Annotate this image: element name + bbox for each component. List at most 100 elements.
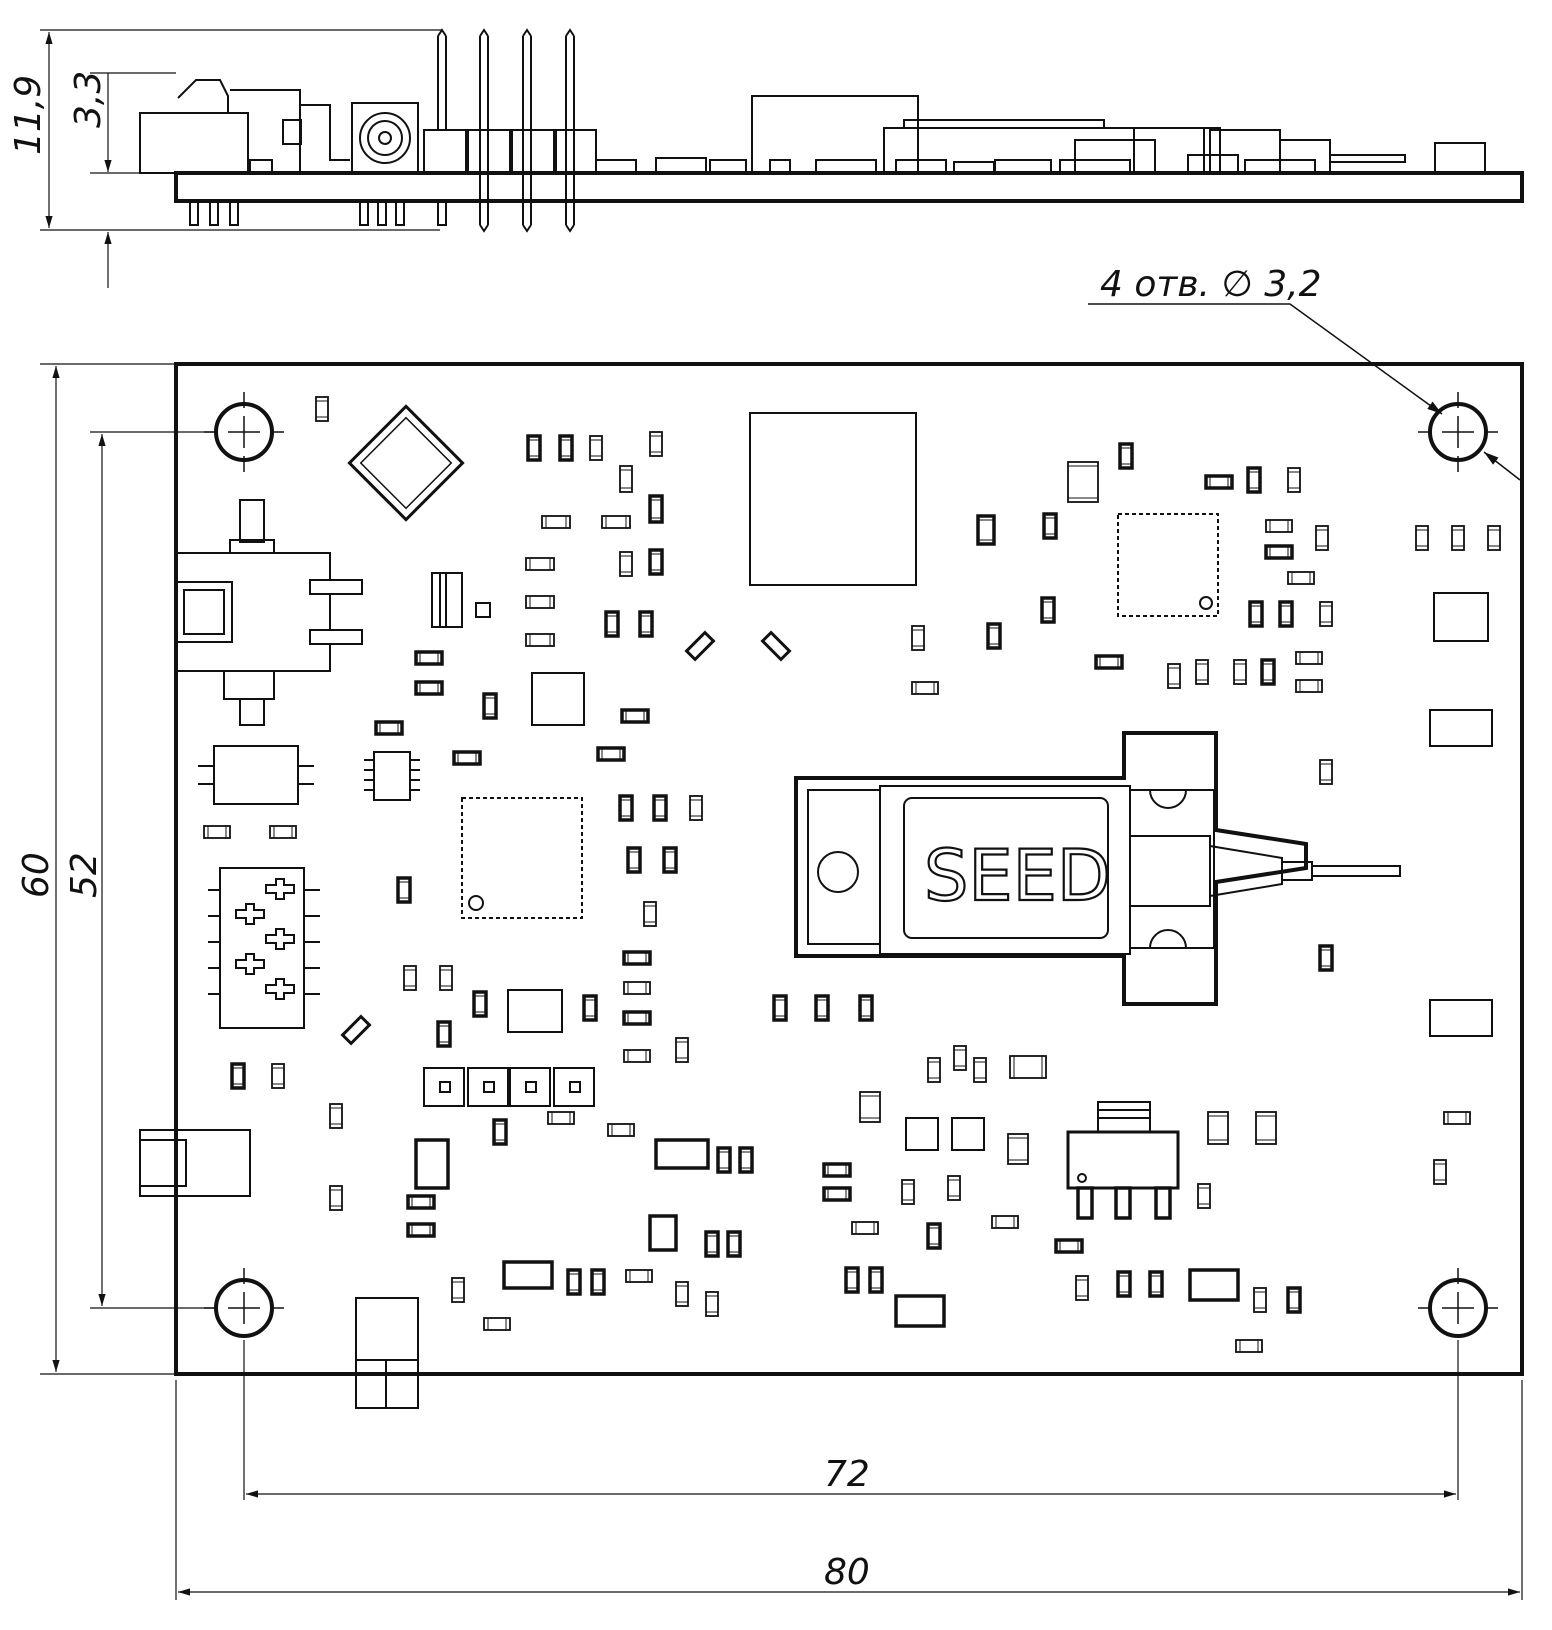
smd-pad [1487,525,1501,551]
smd-pad [626,846,642,874]
smd-pad [622,1010,652,1026]
smd-pad [526,434,542,462]
smd-pad-band [1416,529,1428,547]
smd-pad-band [1320,949,1332,967]
smd-pad [947,1175,961,1201]
smd-pad [541,515,571,529]
smd-pad-band [606,615,618,633]
smd-pad [622,950,652,966]
smd-pad-band [419,682,439,694]
smd-pad-rotated [340,1014,372,1046]
smd-pad [662,846,678,874]
smd-pad-band [664,851,676,869]
smd-pad-band [995,1216,1015,1228]
smd-pad [566,1268,582,1296]
smd-pad-band [584,999,596,1017]
smd-pad-band [690,799,702,817]
smd-pad [406,1194,436,1210]
smd-pad [1067,461,1099,503]
smd-pad-band [1209,476,1229,488]
smd-pad-band [1208,1115,1228,1141]
smd-pad [953,1045,967,1071]
smd-pad-band [529,634,551,646]
holes-callout [1088,303,1521,481]
seed-label: SEED [924,835,1111,917]
smd-pad-band [1299,652,1319,664]
smd-pad-band [912,629,924,647]
smd-pad-band [774,999,786,1017]
smd-pad-band [1320,605,1332,623]
smd-pad-band [601,748,621,760]
smd-pad [1265,519,1293,533]
smd-pad [1116,1270,1132,1298]
smd-pad-band [1262,663,1274,681]
smd-pad [1295,651,1323,665]
smd-pad [851,1221,879,1235]
smd-pad-band [411,1196,431,1208]
side-header-pins [423,28,597,233]
smd-pad-band [379,722,399,734]
smd-pad-band [487,1318,507,1330]
smd-pad [436,1020,452,1048]
smd-pad [1007,1133,1029,1165]
smd-pad [1204,474,1234,490]
smd-pad [738,1146,754,1174]
smd-pad [822,1162,852,1178]
smd-pad-band [954,1049,966,1067]
smd-pad [1207,1111,1229,1145]
smd-pad [414,680,444,696]
smd-pad [1318,944,1334,972]
smd-pad-band [627,1050,647,1062]
smd-pad-band [1452,529,1464,547]
smd-pad-band [627,952,647,964]
smd-pad-band [902,1183,914,1201]
smd-pad [926,1222,942,1250]
smd-pad-band [529,558,551,570]
smd-pad [525,557,555,571]
smd-pad-band [1059,1240,1079,1252]
smd-pad [1094,654,1124,670]
smd-pad-band [676,1041,688,1059]
smd-pad [623,1049,651,1063]
smd-pad-band [974,1061,986,1079]
smd-pad [814,994,830,1022]
smd-pad-band [650,435,662,453]
smd-pad-band [590,439,602,457]
smd-pad-band [650,499,662,519]
smd-pad-band [870,1271,882,1289]
smd-pad-band [988,627,1000,645]
dim-board-thickness-label: 3,3 [68,71,109,128]
smd-pad-band [928,1061,940,1079]
top-view: 4 отв. ∅ 3,2 [16,264,1524,1600]
smd-pad-band [644,905,656,923]
smd-pad-rotated [760,630,792,662]
seed-laser-module [794,731,1401,1006]
smd-pad [1286,1286,1302,1314]
smd-pad [1148,1270,1164,1298]
smd-pad-band [605,516,627,528]
dim-height-inner-label: 52 [64,852,105,898]
smd-pad [396,876,412,904]
smd-pad [590,1268,606,1296]
smd-pad [329,1103,343,1129]
smd-pad [648,548,664,576]
smd-pad-band [1042,601,1054,619]
smd-pad [1287,467,1301,493]
smd-pad-band [650,553,662,571]
smd-pad [1264,544,1294,560]
smd-pad [1118,442,1134,470]
smd-pad [525,633,555,647]
smd-pad [271,1063,285,1089]
smd-pad [1433,1159,1447,1185]
smd-pad [406,1222,436,1238]
smd-pad [649,431,663,457]
smd-pad [492,1118,508,1146]
smd-pad-band [452,1281,464,1299]
smd-pad-band [978,519,994,541]
smd-pad-band [207,826,227,838]
smd-pad-band [827,1188,847,1200]
smd-pad [1009,1055,1047,1079]
smd-pad [1075,1275,1089,1301]
smd-pad-band [528,439,540,457]
smd-pad [716,1146,732,1174]
